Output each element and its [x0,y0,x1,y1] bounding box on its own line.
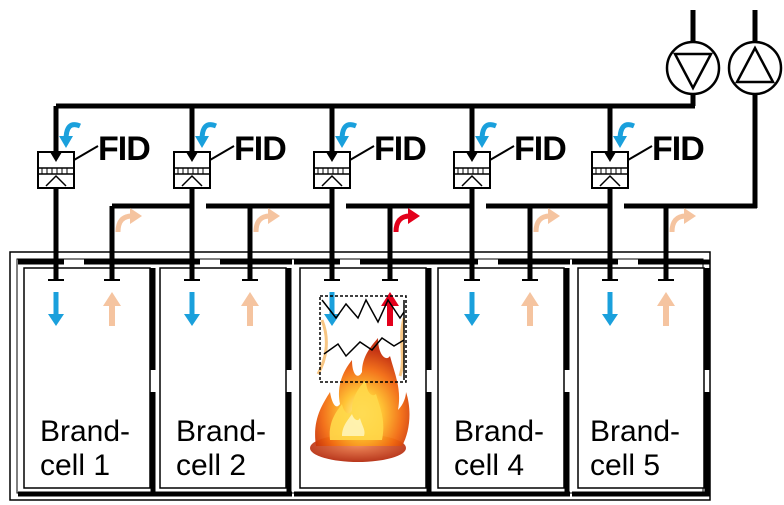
brandcell-1 [18,170,156,497]
fid-label: FID [98,130,150,168]
exhaust-flow-curve-icon [115,213,133,233]
exhaust-air-arrow-icon [521,292,539,326]
fid-label: FID [652,130,704,168]
cell-1-label-line2: cell 1 [40,449,110,482]
cell-2-label-line2: cell 2 [176,449,246,482]
brandcell-4 [432,170,570,497]
fan-up-triangle-icon [734,45,776,84]
fid-leader-line [73,145,99,161]
supply-air-arrow-icon [464,292,480,326]
exhaust-flow-head-icon [548,208,560,224]
flow-direction-icon [50,152,62,162]
exhaust-flow-head-icon [408,208,420,224]
exhaust-air-arrow-icon [103,292,121,326]
supply-air-arrow-icon [48,292,64,326]
cell-wall [23,267,151,489]
fid-label: FID [514,130,566,168]
exhaust-flow-head-icon [130,208,142,224]
supply-fan [665,10,721,96]
exhaust-air-arrow-icon [657,292,675,326]
cell-labels: Brand- cell 1 Brand- cell 2 Brand- cell … [40,415,680,482]
fan-down-triangle-icon [672,52,714,91]
fid-label: FID [234,130,286,168]
exhaust-fan [727,10,783,96]
cell-wall [159,267,287,489]
fid-label: FID [374,130,426,168]
supply-flow-head-icon [195,136,209,148]
cell-4-label-line2: cell 4 [454,449,524,482]
exhaust-duct [112,94,758,209]
cell-4-label-line1: Brand- [454,415,544,448]
cell-wall [577,267,705,489]
exhaust-flow-curve-icon [253,213,271,233]
exhaust-flow-curve-icon [669,213,687,233]
flow-direction-icon [326,152,338,162]
brandcell-5 [572,170,710,497]
cell-5-label-line2: cell 5 [590,449,660,482]
fid-3: FID [313,106,427,200]
fid-1: FID [37,106,151,200]
cell-wall [437,267,565,489]
fid-leader-line [627,145,653,161]
exhaust-air-arrow-icon [241,292,259,326]
fid-leader-line [209,145,235,161]
supply-air-arrow-icon [602,292,618,326]
fire-graphic [310,317,410,462]
exhaust-flow-curve-icon [533,213,551,233]
cell-1-label-line1: Brand- [40,415,130,448]
fid-leader-line [489,145,515,161]
exhaust-flow-head-icon [684,208,696,224]
supply-flow-head-icon [613,136,627,148]
flow-direction-icon [604,152,616,162]
fid-2: FID [173,106,287,200]
supply-duct [56,94,696,109]
cell-5-label-line1: Brand- [590,415,680,448]
smoke-detection-box [319,295,407,383]
fid-4: FID [453,106,567,200]
brandcell-2 [154,170,292,497]
exhaust-air-arrow-icon [381,292,399,326]
supply-flow-head-icon [475,136,489,148]
fid-leader-line [349,145,375,161]
exhaust-flow-curve-icon [393,213,411,233]
cell-2-label-line1: Brand- [176,415,266,448]
supply-flow-head-icon [59,136,73,148]
supply-flow-head-icon [335,136,349,148]
flow-direction-icon [186,152,198,162]
exhaust-flow-head-icon [268,208,280,224]
supply-air-arrow-icon [184,292,200,326]
fid-5: FID [591,106,705,200]
flow-direction-icon [466,152,478,162]
